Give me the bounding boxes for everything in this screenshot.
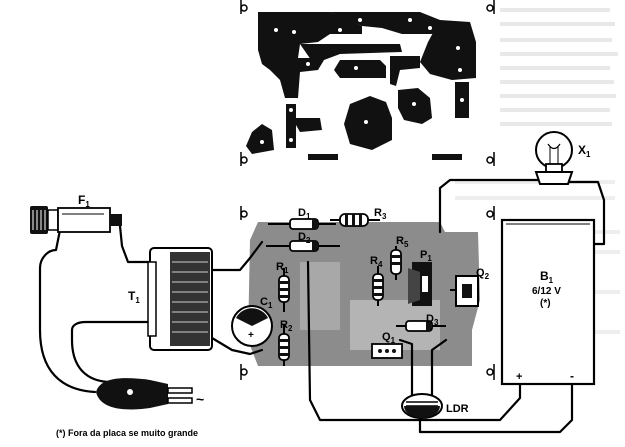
label-battery-plus: + [516, 371, 522, 383]
label-battery-minus: - [570, 369, 574, 383]
transistor-q2 [450, 275, 479, 307]
diode-d3 [396, 320, 446, 332]
labels: F1 T1 C1 D1 D2 R3 R1 R2 R5 R4 P1 Q2 D3 Q… [56, 143, 591, 438]
label-battery-note: (*) [540, 298, 551, 309]
battery-b1 [500, 218, 596, 386]
fuse-f1 [30, 206, 122, 234]
diode-d2 [266, 240, 340, 252]
wiring [38, 178, 606, 434]
label-capacitor: C1 [260, 296, 273, 310]
bleed-through-text [455, 8, 620, 334]
label-transistor-1: Q1 [382, 331, 396, 345]
power-plug [96, 378, 193, 410]
label-resistor-1: R1 [276, 261, 289, 275]
resistor-r4 [372, 266, 384, 306]
pcb-copper-layout [240, 0, 495, 166]
label-ldr: LDR [446, 403, 469, 415]
transistor-q1 [371, 343, 403, 359]
capacitor-c1: + [231, 305, 273, 347]
ldr-sensor [401, 393, 443, 419]
resistor-r2 [278, 324, 290, 366]
label-transformer: T1 [128, 289, 140, 305]
label-lamp: X1 [578, 143, 591, 159]
resistor-r3 [330, 213, 380, 227]
label-fuse: F1 [78, 193, 90, 209]
label-diode-1: D1 [298, 207, 311, 221]
label-ac-symbol: ~ [196, 391, 204, 407]
label-diode-2: D2 [298, 231, 311, 245]
label-diode-3: D3 [426, 313, 439, 327]
footnote: (*) Fora da placa se muito grande [56, 428, 198, 438]
label-transistor-2: Q2 [476, 267, 490, 281]
label-resistor-3: R3 [374, 207, 387, 221]
label-resistor-5: R5 [396, 235, 409, 249]
label-resistor-4: R4 [370, 255, 383, 269]
resistor-r5 [390, 246, 402, 280]
diode-d1 [268, 218, 336, 230]
label-resistor-2: R2 [280, 319, 293, 333]
label-battery: B1 [540, 269, 554, 285]
svg-text:+: + [248, 330, 254, 341]
potentiometer-p1 [408, 262, 432, 306]
resistor-r1 [278, 268, 290, 312]
transformer-t1 [147, 247, 213, 351]
lamp-x1 [534, 131, 574, 185]
label-battery-voltage: 6/12 V [532, 286, 561, 297]
mounting-hole-marks [240, 0, 495, 166]
label-potentiometer: P1 [420, 249, 432, 263]
